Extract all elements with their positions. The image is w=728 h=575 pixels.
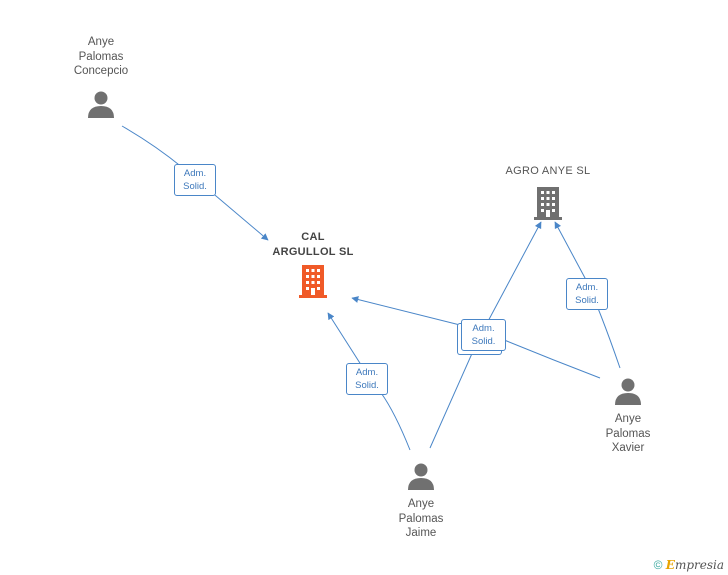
person-icon [615, 378, 641, 405]
person-label: Anye Palomas Xavier [605, 413, 651, 454]
copyright-icon: © [653, 558, 663, 572]
company-label: CAL ARGULLOL SL [272, 231, 354, 258]
role-badge-jaime-cal[interactable]: Adm. Solid. [346, 363, 388, 395]
person-node-concepcio[interactable]: Anye Palomas Concepcio [56, 35, 146, 119]
person-node-xavier[interactable]: Anye Palomas Xavier [583, 376, 673, 456]
role-badge-concepcio-cal[interactable]: Adm. Solid. [174, 164, 216, 196]
brand-logo[interactable]: Empresia [665, 558, 724, 572]
role-badge-xavier-agro[interactable]: Adm. Solid. [566, 278, 608, 310]
company-node-cal-argullol[interactable]: CAL ARGULLOL SL [258, 230, 368, 299]
building-icon [534, 186, 562, 220]
company-label: AGRO ANYE SL [505, 165, 591, 177]
person-icon [408, 463, 434, 490]
person-icon [88, 91, 114, 118]
role-badge-jaime-xavier-stack[interactable]: Adm. Solid. [461, 319, 506, 351]
company-node-agro-anye[interactable]: AGRO ANYE SL [493, 164, 603, 221]
person-label: Anye Palomas Concepcio [73, 36, 129, 77]
person-label: Anye Palomas Jaime [398, 498, 444, 539]
person-node-jaime[interactable]: Anye Palomas Jaime [376, 461, 466, 541]
footer-credit: © Empresia [654, 558, 724, 572]
building-icon [299, 265, 327, 298]
